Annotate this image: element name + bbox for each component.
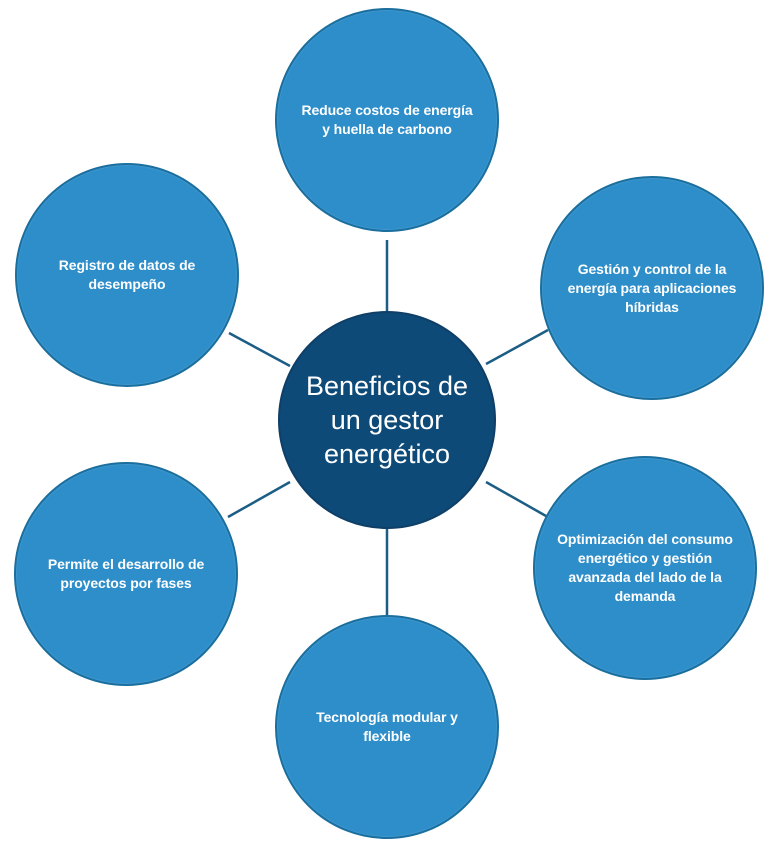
benefit-node-right: Gestión y control de la energía para apl…	[540, 176, 764, 400]
benefit-node-lower-right: Optimización del consumo energético y ge…	[533, 456, 757, 680]
center-node: Beneficios de un gestor energético	[278, 311, 496, 529]
benefit-label-lower-right: Optimización del consumo energético y ge…	[557, 531, 733, 604]
benefit-label-left: Registro de datos de desempeño	[58, 257, 196, 292]
benefit-node-left: Registro de datos de desempeño	[15, 163, 239, 387]
benefit-node-bottom: Tecnología modular y flexible	[275, 615, 499, 839]
benefit-node-lower-left: Permite el desarrollo de proyectos por f…	[14, 462, 238, 686]
benefit-label-right: Gestión y control de la energía para apl…	[567, 260, 737, 315]
benefit-node-top: Reduce costos de energía y huella de car…	[275, 8, 499, 232]
connector-lower-left	[227, 480, 291, 519]
benefit-label-lower-left: Permite el desarrollo de proyectos por f…	[47, 556, 205, 591]
benefit-label-top: Reduce costos de energía y huella de car…	[301, 102, 473, 137]
connector-right	[485, 328, 549, 366]
connector-lower-right	[485, 480, 547, 518]
benefit-label-bottom: Tecnología modular y flexible	[316, 709, 458, 744]
connector-left	[228, 331, 291, 368]
center-title: Beneficios de un gestor energético	[305, 371, 469, 469]
